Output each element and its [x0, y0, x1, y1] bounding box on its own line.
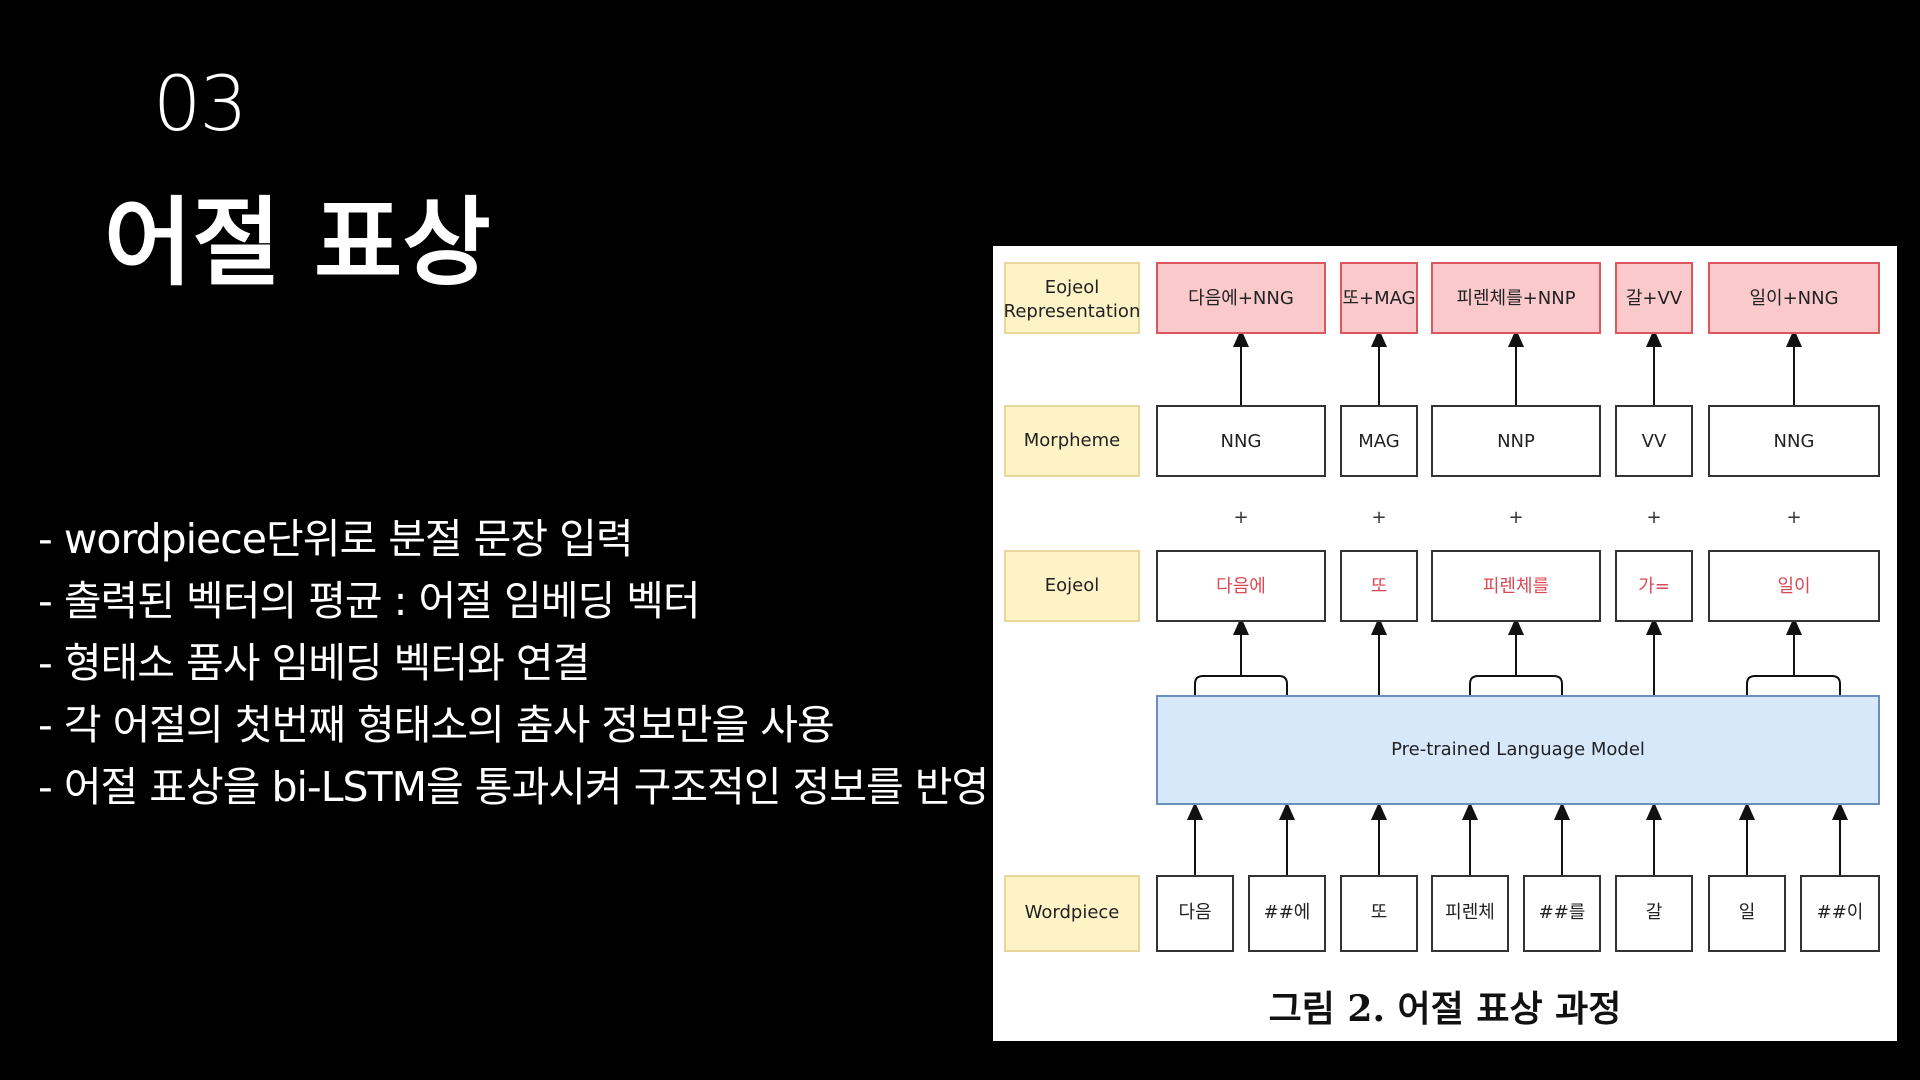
wordpiece-box	[1523, 875, 1601, 952]
figure-caption: 그림 2. 어절 표상 과정	[1268, 988, 1622, 1030]
wordpiece-box	[1708, 875, 1786, 952]
eojeol-box	[1615, 550, 1693, 622]
eojeol-box	[1431, 550, 1601, 622]
bullet-item: - wordpiece단위로 분절 문장 입력	[38, 515, 634, 563]
eojeol-representation-box	[1156, 262, 1326, 334]
concat-plus-symbol: +	[1508, 507, 1523, 528]
eojeol-representation-box	[1708, 262, 1880, 334]
wordpiece-label: ##에	[1264, 902, 1311, 923]
wordpiece-box	[1340, 875, 1418, 952]
concat-plus-symbol: +	[1371, 507, 1386, 528]
morpheme-box	[1340, 405, 1418, 477]
morpheme-tag-label: NNG	[1221, 431, 1262, 452]
slide-title: 어절 표상	[104, 187, 491, 299]
wordpiece-label: 일	[1739, 902, 1756, 923]
eojeol-label: 또	[1371, 576, 1388, 597]
wordpiece-label: ##이	[1817, 902, 1864, 923]
row-label-wordpiece: Wordpiece	[1025, 902, 1120, 923]
bullet-item: - 형태소 품사 임베딩 벡터와 연결	[38, 639, 590, 687]
eojeol-box	[1708, 550, 1880, 622]
eojeol-representation-label: 피렌체를+NNP	[1456, 288, 1575, 309]
eojeol-representation-box	[1431, 262, 1601, 334]
morpheme-tag-label: MAG	[1358, 431, 1399, 452]
morpheme-box	[1615, 405, 1693, 477]
eojeol-box	[1340, 550, 1418, 622]
wordpiece-box	[1431, 875, 1509, 952]
row-label-eojeol-representation-line1: Eojeol	[1045, 277, 1099, 298]
row-label-eojeol: Eojeol	[1045, 575, 1099, 596]
eojeol-representation-box	[1340, 262, 1418, 334]
row-label-eojeol-representation-line2: Representation	[1004, 301, 1141, 322]
row-label-box-eojeol-representation	[1004, 262, 1140, 334]
row-label-box-wordpiece	[1004, 875, 1140, 952]
wordpiece-label: 피렌체	[1445, 902, 1495, 923]
eojeol-representation-label: 또+MAG	[1342, 288, 1415, 309]
wordpiece-box	[1248, 875, 1326, 952]
row-label-box-morpheme	[1004, 405, 1140, 477]
wordpiece-label: 갈	[1646, 902, 1663, 923]
bullet-item: - 각 어절의 첫번째 형태소의 춤사 정보만을 사용	[38, 701, 835, 749]
eojeol-label: 일이	[1777, 576, 1810, 597]
eojeol-label: 피렌체를	[1483, 576, 1549, 597]
section-number: 03	[153, 59, 248, 148]
morpheme-box	[1431, 405, 1601, 477]
wordpiece-label: 다음	[1178, 902, 1211, 923]
morpheme-box	[1708, 405, 1880, 477]
wordpiece-box	[1800, 875, 1880, 952]
morpheme-tag-label: NNG	[1774, 431, 1815, 452]
wordpiece-label: ##를	[1539, 902, 1586, 923]
row-label-box-eojeol	[1004, 550, 1140, 622]
morpheme-tag-label: NNP	[1497, 431, 1535, 452]
wordpiece-label: 또	[1371, 902, 1388, 923]
eojeol-representation-label: 다음에+NNG	[1188, 288, 1294, 309]
bullet-list: - wordpiece단위로 분절 문장 입력 - 출력된 벡터의 평균 : 어…	[38, 508, 989, 818]
eojeol-box	[1156, 550, 1326, 622]
wordpiece-box	[1615, 875, 1693, 952]
aggregation-bracket	[1194, 675, 1288, 696]
morpheme-box	[1156, 405, 1326, 477]
language-model-label: Pre-trained Language Model	[1391, 739, 1645, 760]
concat-plus-symbol: +	[1233, 507, 1248, 528]
bullet-item: - 출력된 벡터의 평균 : 어절 임베딩 벡터	[38, 577, 701, 625]
eojeol-representation-label: 일이+NNG	[1749, 288, 1838, 309]
bullet-item: - 어절 표상을 bi-LSTM을 통과시켜 구조적인 정보를 반영	[38, 763, 989, 811]
concat-plus-symbol: +	[1786, 507, 1801, 528]
language-model-box	[1156, 695, 1880, 805]
concat-plus-symbol: +	[1646, 507, 1661, 528]
row-label-morpheme: Morpheme	[1024, 430, 1120, 451]
eojeol-representation-label: 갈+VV	[1626, 288, 1683, 309]
diagram-canvas: EojeolRepresentationMorphemeEojeolWordpi…	[1004, 262, 1880, 952]
eojeol-label: 다음에	[1216, 576, 1266, 597]
wordpiece-box	[1156, 875, 1234, 952]
eojeol-label: 가=	[1638, 576, 1670, 597]
aggregation-bracket	[1746, 675, 1841, 696]
morpheme-tag-label: VV	[1642, 431, 1667, 452]
eojeol-representation-box	[1615, 262, 1693, 334]
aggregation-bracket	[1469, 675, 1563, 696]
